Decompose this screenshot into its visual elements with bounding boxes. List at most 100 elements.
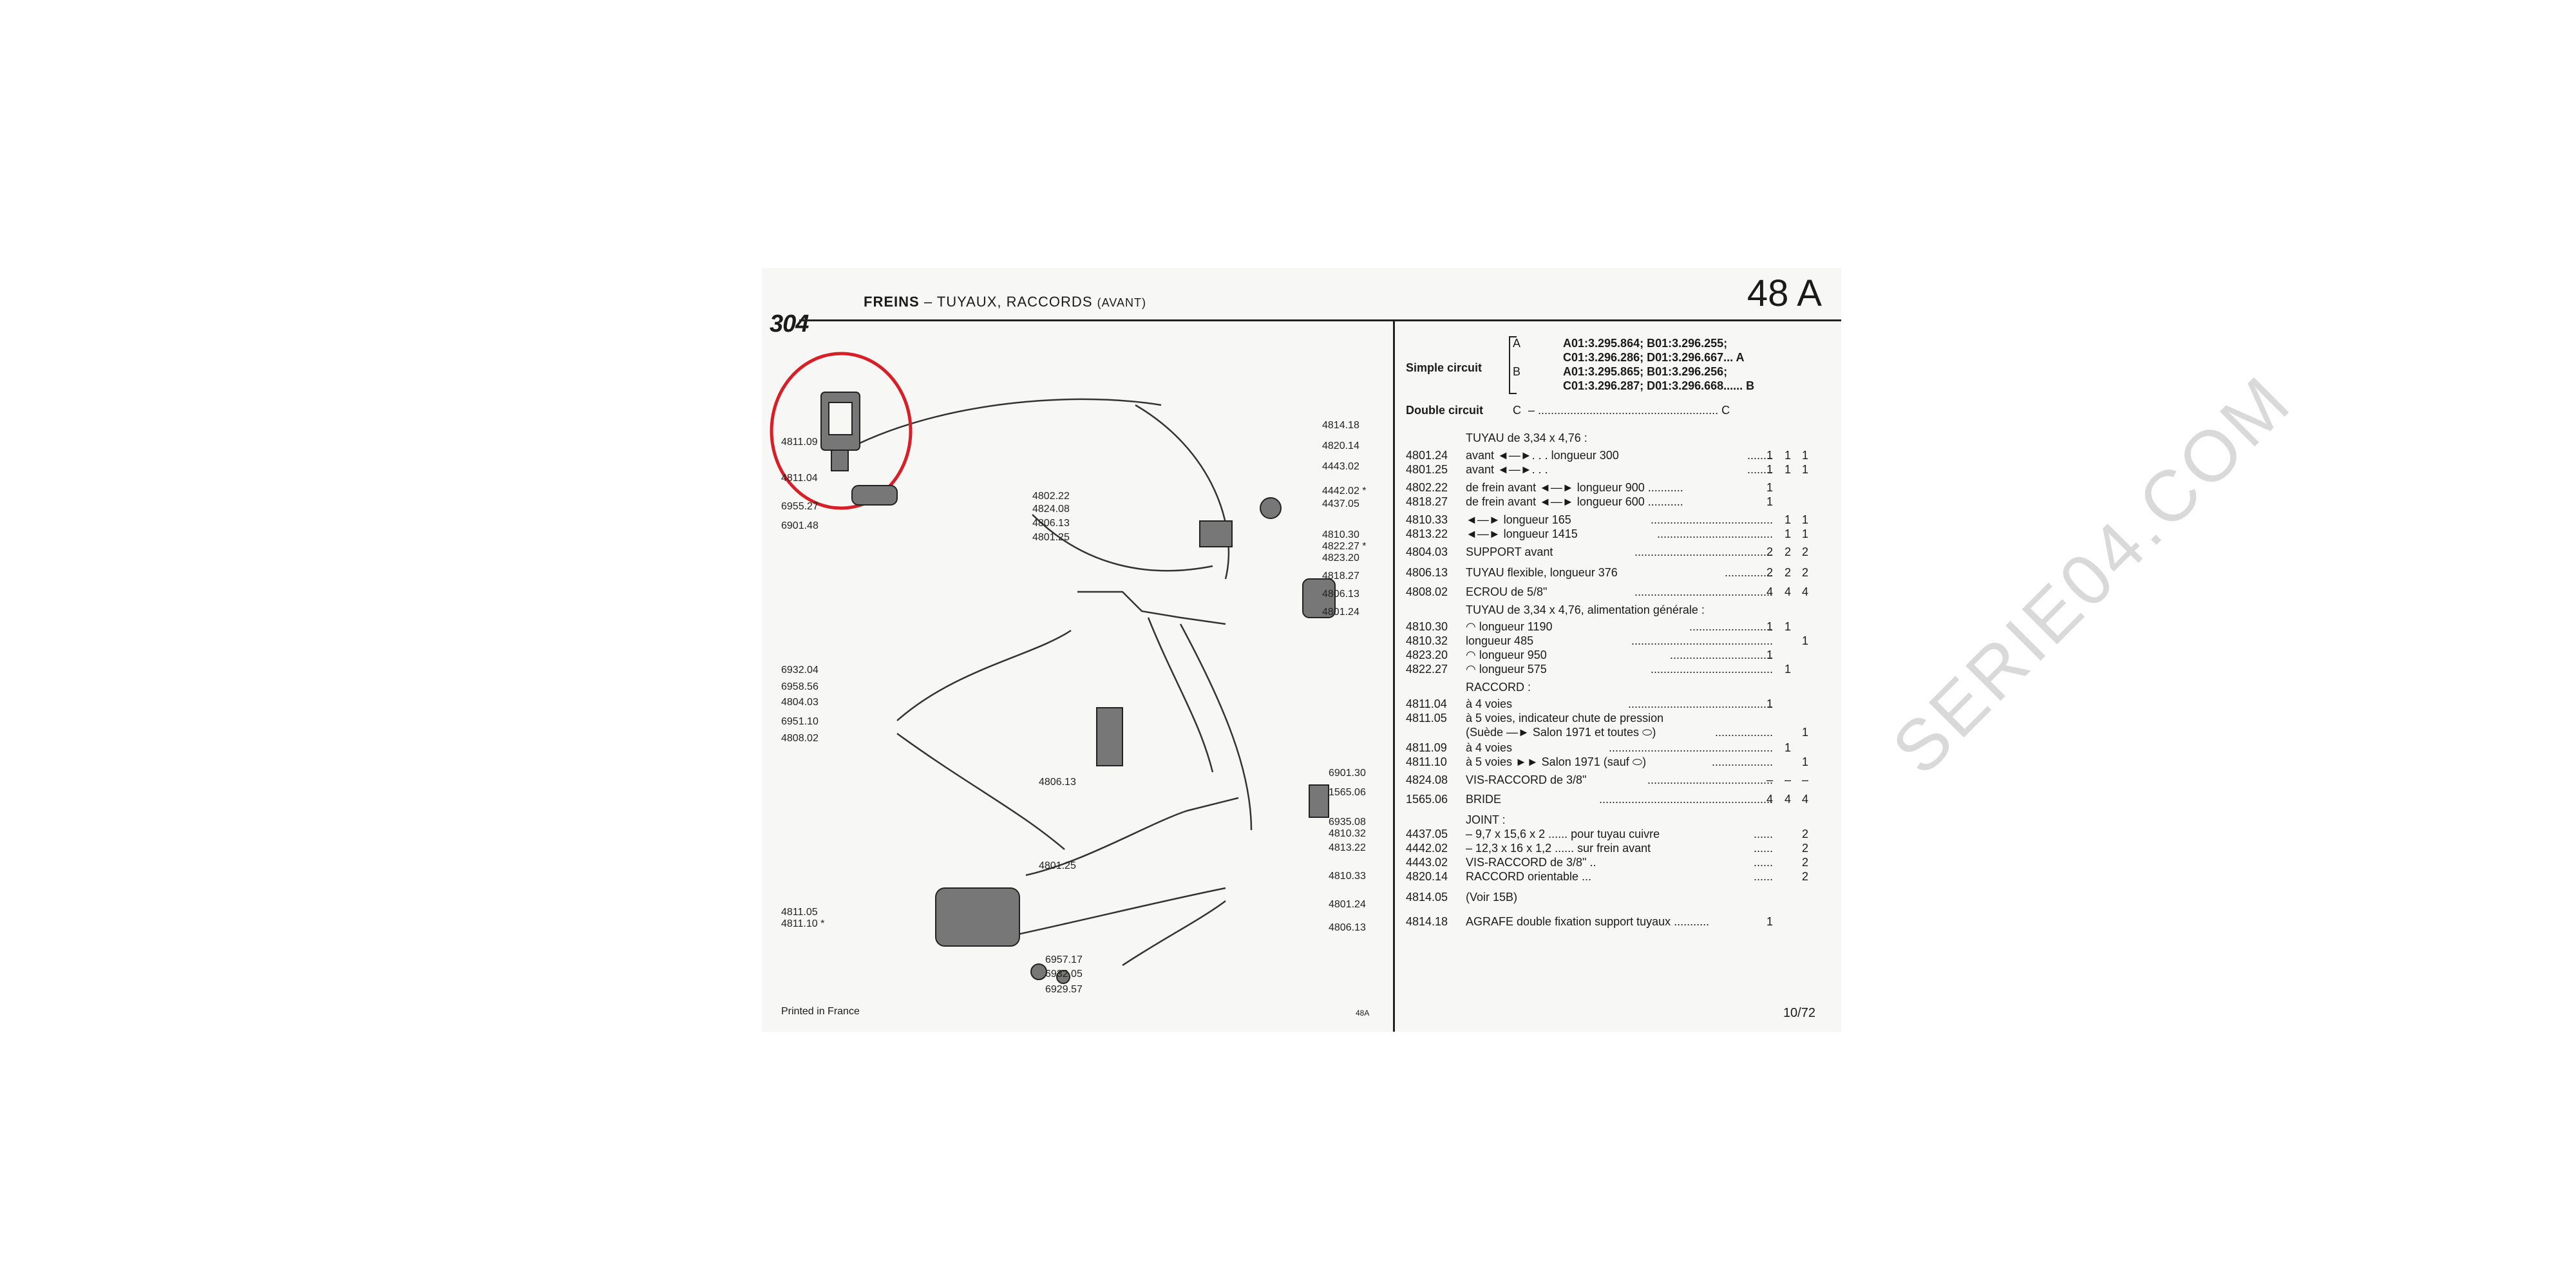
part-row: RACCORD : bbox=[1406, 680, 1818, 694]
arrow-curve bbox=[896, 629, 1072, 721]
part-desc: à 5 voies ►► Salon 1971 (sauf ⬭) bbox=[1466, 755, 1647, 768]
part-qty: 1 bbox=[1785, 449, 1792, 462]
part-qty: 1 bbox=[1802, 755, 1809, 768]
union-nut bbox=[1260, 497, 1282, 519]
part-row: TUYAU de 3,34 x 4,76, alimentation génér… bbox=[1406, 603, 1818, 617]
print-date: 10/72 bbox=[1783, 1006, 1815, 1020]
part-desc: à 4 voies bbox=[1466, 741, 1513, 754]
part-desc: TUYAU de 3,34 x 4,76 : bbox=[1466, 431, 1587, 444]
footer-code: 48A bbox=[1356, 1009, 1370, 1018]
part-qty: 1 bbox=[1802, 634, 1809, 647]
part-desc: RACCORD : bbox=[1466, 681, 1531, 694]
part-ref: 4818.27 bbox=[1406, 495, 1448, 508]
arrow-curve bbox=[1032, 514, 1213, 572]
part-dots: .......................... bbox=[1689, 620, 1773, 633]
part-desc: avant ◄—►. . . bbox=[1466, 463, 1548, 476]
part-callout-label: 4822.27 * bbox=[1322, 541, 1367, 552]
part-ref: 4806.13 bbox=[1406, 566, 1448, 579]
part-callout-label: 4811.04 bbox=[781, 473, 818, 484]
part-dots: ........................................… bbox=[1631, 634, 1773, 647]
part-callout-label: 6901.48 bbox=[781, 520, 819, 531]
distributor-block bbox=[935, 887, 1020, 947]
watermark: SERIE04.COM bbox=[1877, 359, 2307, 790]
part-row: 4811.04 à 4 voies........................… bbox=[1406, 697, 1818, 711]
part-ref: 4437.05 bbox=[1406, 828, 1448, 840]
part-desc: JOINT : bbox=[1466, 813, 1506, 826]
part-desc: ECROU de 5/8" bbox=[1466, 585, 1548, 598]
part-qty: 1 bbox=[1766, 697, 1774, 710]
circuit-c-letter: C bbox=[1513, 404, 1521, 417]
part-qty: 4 bbox=[1802, 793, 1809, 806]
part-callout-label: 4804.03 bbox=[781, 697, 819, 708]
part-row: (Suède —► Salon 1971 et toutes ⬭).......… bbox=[1406, 725, 1818, 739]
part-qty: 1 bbox=[1802, 726, 1809, 739]
part-qty: 1 bbox=[1785, 620, 1792, 633]
part-desc: longueur 485 bbox=[1466, 634, 1534, 647]
double-circuit-label: Double circuit bbox=[1406, 404, 1484, 417]
part-callout-label: 4810.30 bbox=[1322, 529, 1359, 540]
part-qty: 2 bbox=[1766, 545, 1774, 558]
part-ref: 4811.04 bbox=[1406, 697, 1447, 710]
part-callout-label: 4810.33 bbox=[1329, 871, 1366, 882]
part-qty: 4 bbox=[1802, 585, 1809, 598]
part-callout-label: 4801.24 bbox=[1329, 899, 1366, 910]
part-ref: 4822.27 bbox=[1406, 663, 1448, 676]
part-dots: ........................................… bbox=[1608, 741, 1773, 754]
part-row: TUYAU de 3,34 x 4,76 : bbox=[1406, 431, 1818, 445]
part-ref: 4814.18 bbox=[1406, 915, 1448, 928]
part-qty: 2 bbox=[1802, 828, 1809, 840]
part-qty: 2 bbox=[1802, 566, 1809, 579]
part-ref: 4810.30 bbox=[1406, 620, 1448, 633]
circuit-b-letter: B bbox=[1513, 365, 1521, 378]
part-callout-label: 6951.10 bbox=[781, 716, 819, 727]
part-ref: 4443.02 bbox=[1406, 856, 1448, 869]
part-desc: ◠ longueur 575 bbox=[1466, 663, 1547, 676]
part-ref: 4442.02 bbox=[1406, 842, 1448, 855]
part-qty: 4 bbox=[1785, 585, 1792, 598]
part-callout-label: 6932.05 bbox=[1045, 969, 1083, 980]
part-callout-label: 6957.17 bbox=[1045, 954, 1083, 965]
part-dots: ........................................… bbox=[1627, 697, 1773, 710]
part-qty: 1 bbox=[1766, 495, 1774, 508]
part-dots: ...... bbox=[1753, 842, 1773, 855]
part-qty: 1 bbox=[1785, 463, 1792, 476]
part-desc: TUYAU flexible, longueur 376 bbox=[1466, 566, 1618, 579]
part-dots: .................................... bbox=[1656, 527, 1773, 540]
part-callout-label: 4813.22 bbox=[1329, 842, 1366, 853]
part-desc: RACCORD orientable ... bbox=[1466, 870, 1592, 883]
part-qty: 1 bbox=[1766, 620, 1774, 633]
part-qty: 2 bbox=[1802, 842, 1809, 855]
column-divider bbox=[1393, 321, 1395, 1032]
part-qty: 1 bbox=[1802, 463, 1809, 476]
part-qty: 2 bbox=[1802, 856, 1809, 869]
part-qty: 2 bbox=[1785, 566, 1792, 579]
part-desc: à 4 voies bbox=[1466, 697, 1513, 710]
part-callout-label: 4811.09 bbox=[781, 437, 818, 448]
part-desc: TUYAU de 3,34 x 4,76, alimentation génér… bbox=[1466, 603, 1705, 616]
part-ref: 4810.32 bbox=[1406, 634, 1448, 647]
part-desc: SUPPORT avant bbox=[1466, 545, 1553, 558]
part-qty: 2 bbox=[1802, 870, 1809, 883]
arrow-curve bbox=[1135, 404, 1230, 580]
part-ref: 4801.24 bbox=[1406, 449, 1448, 462]
part-callout-label: 4811.05 bbox=[781, 907, 818, 918]
part-ref: 4811.10 bbox=[1406, 755, 1447, 768]
part-qty: 2 bbox=[1766, 566, 1774, 579]
part-dots: ................................ bbox=[1669, 649, 1773, 661]
part-qty: 1 bbox=[1766, 463, 1774, 476]
part-callout-label: 4802.22 bbox=[1032, 491, 1070, 502]
support-bracket bbox=[1199, 520, 1233, 547]
part-dots: ........ bbox=[1747, 463, 1773, 476]
part-callout-label: 1565.06 bbox=[1329, 787, 1366, 798]
part-callout-label: 4806.13 bbox=[1032, 518, 1070, 529]
part-desc: VIS-RACCORD de 3/8" bbox=[1466, 773, 1587, 786]
simple-circuit-label: Simple circuit bbox=[1406, 361, 1482, 374]
part-ref: 4801.25 bbox=[1406, 463, 1448, 476]
brake-pipe bbox=[1122, 900, 1226, 967]
part-qty: – bbox=[1766, 773, 1774, 786]
